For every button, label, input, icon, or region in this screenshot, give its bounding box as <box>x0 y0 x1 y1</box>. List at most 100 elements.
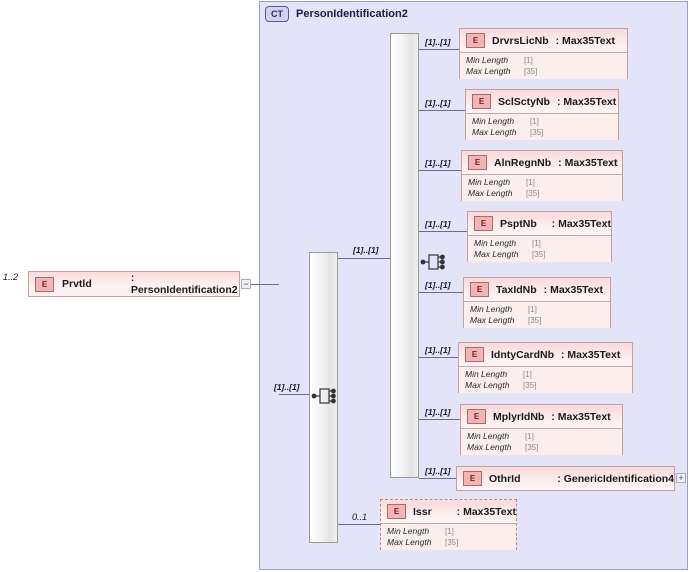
element-badge-icon: E <box>467 409 486 424</box>
cardinality-child-4: [1]..[1] <box>425 280 451 290</box>
connector-root-to-container <box>251 284 279 285</box>
element-badge-icon: E <box>387 504 406 519</box>
outer-sequence-compositor-icon <box>311 388 336 404</box>
element-box-alnregnnb[interactable]: E AlnRegnNb : Max35Text Min Length [1] M… <box>461 150 623 201</box>
root-cardinality: 1..2 <box>3 272 19 282</box>
facet-value: [35] <box>530 128 544 137</box>
element-box-othrid[interactable]: E OthrId : GenericIdentification4 <box>456 466 675 491</box>
facet-label: Max Length <box>474 249 519 259</box>
element-box-sclsctynb[interactable]: E SclSctyNb : Max35Text Min Length [1] M… <box>465 89 619 140</box>
facet-value: [35] <box>526 189 540 198</box>
connector-child-2 <box>419 170 461 171</box>
facet-label: Max Length <box>466 66 511 76</box>
element-facets: Min Length [1] Max Length [35] <box>466 113 618 140</box>
facet-value: [1] <box>524 56 533 65</box>
collapse-expander-prvtld[interactable]: − <box>241 279 251 289</box>
inner-sequence-cardinality: [1]..[1] <box>353 245 379 255</box>
element-name: MplyrIdNb <box>493 410 545 423</box>
element-name: OthrId <box>489 472 521 485</box>
element-box-psptnb[interactable]: E PsptNb : Max35Text Min Length [1] Max … <box>467 211 612 262</box>
facet-max-length: Max Length [35] <box>468 188 622 199</box>
element-badge-icon: E <box>468 155 487 170</box>
element-facets: Min Length [1] Max Length [35] <box>468 235 611 262</box>
element-badge-icon: E <box>472 94 491 109</box>
facet-max-length: Max Length [35] <box>474 249 611 260</box>
facet-min-length: Min Length [1] <box>468 177 622 188</box>
element-badge-icon: E <box>474 216 493 231</box>
cardinality-child-5: [1]..[1] <box>425 345 451 355</box>
facet-min-length: Min Length [1] <box>472 116 618 127</box>
facet-value: [35] <box>528 316 542 325</box>
facet-min-length: Min Length [1] <box>465 369 632 380</box>
element-type: : Max35Text <box>456 505 516 518</box>
facet-label: Min Length <box>472 116 515 126</box>
connector-outer-to-issr <box>338 524 380 525</box>
element-type: : Max35Text <box>551 217 611 230</box>
element-name: IdntyCardNb <box>491 348 554 361</box>
facet-label: Max Length <box>470 315 515 325</box>
element-badge-icon: E <box>463 471 482 486</box>
element-header: E SclSctyNb : Max35Text <box>466 90 618 113</box>
facet-value: [1] <box>532 239 541 248</box>
facet-max-length: Max Length [35] <box>472 127 618 138</box>
element-name: TaxIdNb <box>496 283 537 296</box>
cardinality-child-0: [1]..[1] <box>425 37 451 47</box>
element-name: PsptNb <box>500 217 537 230</box>
facet-label: Min Length <box>465 369 508 379</box>
inner-sequence-bar <box>390 33 419 478</box>
inner-sequence-compositor-icon <box>420 254 445 270</box>
facet-value: [1] <box>525 432 534 441</box>
element-facets: Min Length [1] Max Length [35] <box>461 428 622 455</box>
element-facets: Min Length [1] Max Length [35] <box>462 174 622 201</box>
connector-child-5 <box>419 357 458 358</box>
expand-expander-othrid[interactable]: + <box>676 473 686 483</box>
facet-value: [35] <box>523 381 537 390</box>
element-box-prvtld[interactable]: E Prvtld : PersonIdentification2 <box>28 271 240 297</box>
facet-label: Min Length <box>466 55 509 65</box>
element-box-taxidnb[interactable]: E TaxIdNb : Max35Text Min Length [1] Max… <box>463 277 611 328</box>
complextype-title: PersonIdentification2 <box>296 8 408 20</box>
facet-label: Max Length <box>467 442 512 452</box>
element-type: : Max35Text <box>558 156 618 169</box>
element-name: AlnRegnNb <box>494 156 552 169</box>
connector-into-outer-sequence <box>279 394 309 395</box>
facet-label: Max Length <box>387 537 432 547</box>
element-box-issr[interactable]: E Issr : Max35Text Min Length [1] Max Le… <box>380 499 517 550</box>
issr-cardinality: 0..1 <box>352 512 368 522</box>
element-header: E Issr : Max35Text <box>381 500 516 523</box>
facet-value: [35] <box>525 443 539 452</box>
facet-value: [1] <box>526 178 535 187</box>
element-name-prvtld: Prvtld <box>62 278 92 290</box>
element-type: : Max35Text <box>555 34 615 47</box>
cardinality-child-3: [1]..[1] <box>425 219 451 229</box>
cardinality-child-1: [1]..[1] <box>425 98 451 108</box>
element-box-drvrslicnb[interactable]: E DrvrsLicNb : Max35Text Min Length [1] … <box>459 28 628 79</box>
element-header: E OthrId : GenericIdentification4 <box>457 467 674 490</box>
element-badge-icon: E <box>465 347 484 362</box>
facet-label: Min Length <box>468 177 511 187</box>
facet-max-length: Max Length [35] <box>466 66 627 77</box>
facet-label: Max Length <box>472 127 517 137</box>
facet-value: [1] <box>528 305 537 314</box>
facet-label: Min Length <box>387 526 430 536</box>
facet-label: Min Length <box>474 238 517 248</box>
element-badge-icon: E <box>35 276 54 292</box>
element-type: : Max35Text <box>543 283 603 296</box>
element-header: E MplyrIdNb : Max35Text <box>461 405 622 428</box>
element-facets: Min Length [1] Max Length [35] <box>460 52 627 79</box>
element-facets: Min Length [1] Max Length [35] <box>464 301 610 328</box>
connector-child-7 <box>419 478 456 479</box>
complextype-header: CT PersonIdentification2 <box>265 5 408 23</box>
element-box-mplyridnb[interactable]: E MplyrIdNb : Max35Text Min Length [1] M… <box>460 404 623 455</box>
element-name: Issr <box>413 505 432 518</box>
facet-value: [35] <box>532 250 546 259</box>
facet-max-length: Max Length [35] <box>470 315 610 326</box>
element-type: : Max35Text <box>561 348 621 361</box>
complextype-badge: CT <box>265 6 289 22</box>
element-box-idntycardnb[interactable]: E IdntyCardNb : Max35Text Min Length [1]… <box>458 342 633 393</box>
element-header: E PsptNb : Max35Text <box>468 212 611 235</box>
facet-value: [35] <box>524 67 538 76</box>
facet-min-length: Min Length [1] <box>470 304 610 315</box>
facet-value: [1] <box>523 370 532 379</box>
